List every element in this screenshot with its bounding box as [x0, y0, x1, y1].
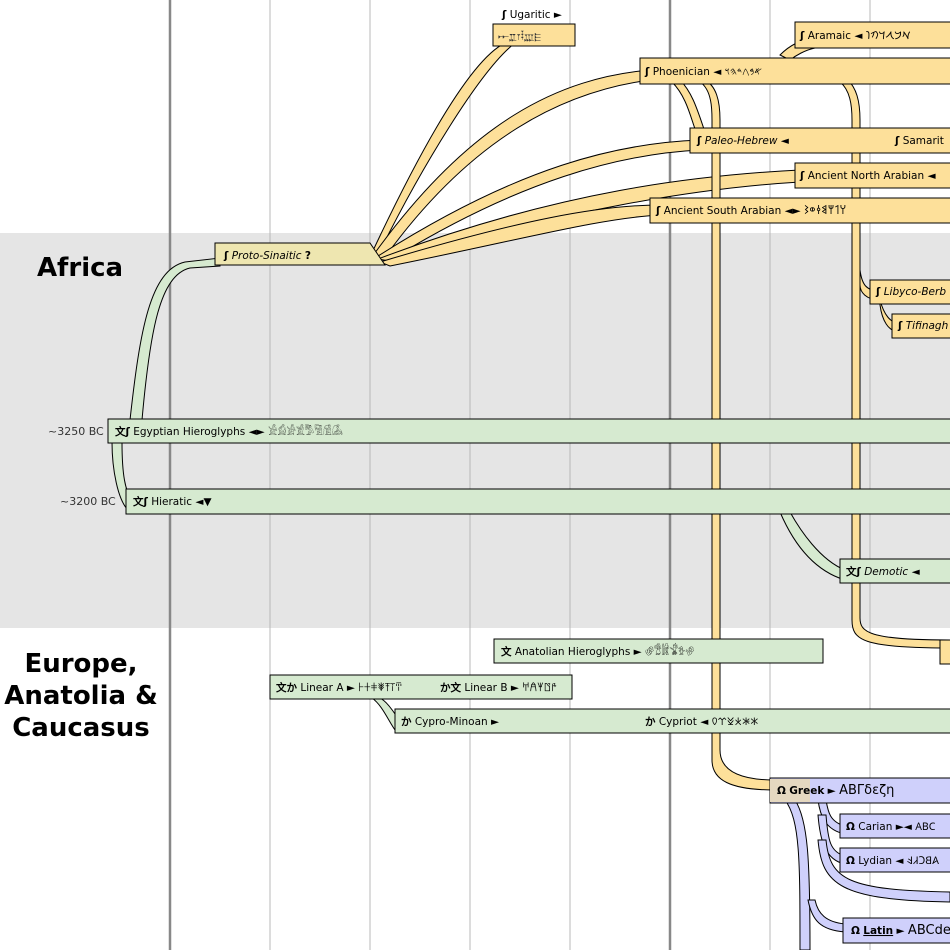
ancient-north-arabian-node[interactable]: ʃ Ancient North Arabian ◄ [795, 163, 950, 188]
anatolian-hieroglyphs-node[interactable]: 文 Anatolian Hieroglyphs ► 𔐀𔐁𔐂𔐃𔐄𔐅 [494, 639, 823, 663]
ugaritic-glyphs: 𐎀𐎁𐎂𐎃𐎄𐎅 [498, 30, 541, 43]
paleo-hebrew-label: ʃ Paleo-Hebrew ◄ [696, 135, 790, 147]
ancient-north-arabian-label: ʃ Ancient North Arabian ◄ [799, 170, 936, 182]
proto-sinaitic-node[interactable]: ʃ Proto-Sinaitic ? [215, 243, 385, 265]
phoenician-label: ʃ Phoenician ◄ 𐤀𐤁𐤂𐤃𐤄𐤅 [644, 66, 762, 78]
tifinagh-label: ʃ Tifinagh [897, 320, 948, 332]
tifinagh-node[interactable]: ʃ Tifinagh [892, 314, 950, 338]
europe-line-3: Caucasus [0, 712, 162, 744]
greek-label: Ω Greek ► ΑΒΓδεζη [777, 783, 894, 798]
ancient-south-arabian-node[interactable]: ʃ Ancient South Arabian ◄► 𐩠𐩡𐩢𐩣𐩤𐩥𐩦 [650, 198, 950, 223]
carian-label: Ω Carian ►◄ 𐊠𐊡𐊢 [846, 821, 936, 833]
ugaritic-label: ʃ Ugaritic ► [501, 9, 563, 21]
berber-descendant-stub [940, 640, 950, 664]
linear-a-node[interactable]: 文か Linear A ► 𐘀𐘁𐘂𐘃𐘄𐘅𐘆 か文 Linear B ► 𐀀𐀁𐀂𐀃… [270, 675, 572, 699]
libyco-berber-node[interactable]: ʃ Libyco-Berb [870, 280, 950, 304]
carian-node[interactable]: Ω Carian ►◄ 𐊠𐊡𐊢 [840, 814, 950, 838]
hieratic-date: ~3200 BC [60, 495, 116, 508]
linear-a-label: 文か Linear A ► 𐘀𐘁𐘂𐘃𐘄𐘅𐘆 [275, 681, 402, 694]
linear-b-label: か文 Linear B ► 𐀀𐀁𐀂𐀃𐀄 [440, 681, 557, 694]
demotic-label: 文ʃ Demotic ◄ [845, 565, 921, 578]
aramaic-node[interactable]: ʃ Aramaic ◄ 𐡀𐡁𐡂𐡃𐡄𐡅 [795, 22, 950, 48]
paleo-hebrew-node[interactable]: ʃ Paleo-Hebrew ◄ ʃ Samarit [690, 128, 950, 153]
demotic-node[interactable]: 文ʃ Demotic ◄ [840, 559, 950, 583]
libyco-berber-label: ʃ Libyco-Berb [875, 286, 946, 298]
cypro-minoan-label: か Cypro-Minoan ► [401, 716, 500, 728]
lydian-node[interactable]: Ω Lydian ◄ 𐤠𐤡𐤢𐤣𐤤 [840, 848, 950, 872]
aramaic-label: ʃ Aramaic ◄ 𐡀𐡁𐡂𐡃𐡄𐡅 [799, 30, 911, 42]
latin-node[interactable]: Ω Latin ► ABCde [843, 918, 950, 943]
europe-line-2: Anatolia & [0, 680, 162, 712]
hieratic-label: 文ʃ Hieratic ◄▼ [132, 495, 212, 508]
latin-label: Ω Latin ► ABCde [851, 923, 950, 938]
hieratic-node[interactable]: ~3200 BC 文ʃ Hieratic ◄▼ [60, 489, 950, 514]
samaritan-label: ʃ Samarit [894, 135, 944, 147]
phoenician-node[interactable]: ʃ Phoenician ◄ 𐤀𐤁𐤂𐤃𐤄𐤅 [640, 58, 950, 84]
greek-node[interactable]: Ω Greek ► ΑΒΓδεζη [770, 778, 950, 803]
europe-region-label: Europe, Anatolia & Caucasus [0, 648, 162, 744]
egyptian-date: ~3250 BC [48, 425, 104, 438]
egyptian-hieroglyphs-label: 文ʃ Egyptian Hieroglyphs ◄► 𓀀𓀁𓀂𓀃𓀄𓀅𓀆𓀇 [114, 423, 343, 438]
cypro-minoan-node[interactable]: か Cypro-Minoan ► か Cypriot ◄ 𐠀𐠁𐠂𐠃𐠄𐠅𐠆 [395, 709, 950, 733]
ugaritic-node[interactable]: ʃ Ugaritic ► 𐎀𐎁𐎂𐎃𐎄𐎅 [493, 9, 575, 46]
proto-sinaitic-label: ʃ Proto-Sinaitic ? [223, 250, 311, 262]
ancient-south-arabian-label: ʃ Ancient South Arabian ◄► 𐩠𐩡𐩢𐩣𐩤𐩥𐩦 [655, 204, 847, 217]
lydian-label: Ω Lydian ◄ 𐤠𐤡𐤢𐤣𐤤 [846, 855, 940, 867]
cypriot-label: か Cypriot ◄ 𐠀𐠁𐠂𐠃𐠄𐠅𐠆 [645, 716, 759, 728]
africa-region-label: Africa [10, 252, 150, 284]
europe-line-1: Europe, [0, 648, 162, 680]
egyptian-hieroglyphs-node[interactable]: ~3250 BC 文ʃ Egyptian Hieroglyphs ◄► 𓀀𓀁𓀂𓀃… [48, 419, 950, 443]
